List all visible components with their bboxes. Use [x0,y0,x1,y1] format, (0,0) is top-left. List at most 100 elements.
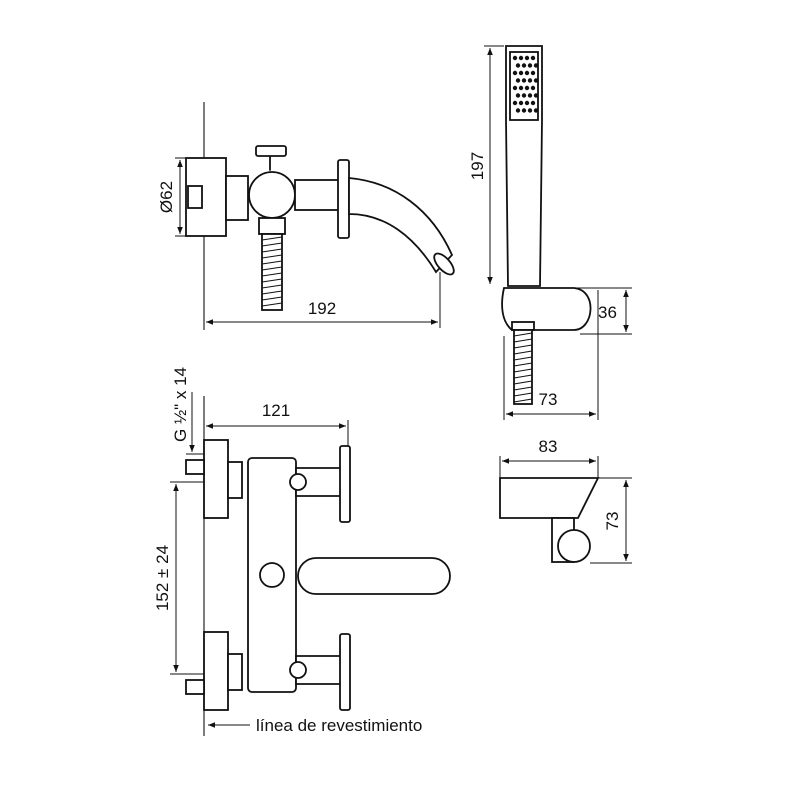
nozzle-dot [533,63,539,68]
nozzle-dot [527,63,533,68]
height-label: 197 [468,152,487,180]
front-view: G ½" x 14 121 152 ± 24 línea de revestim… [153,367,451,736]
cap-bottom [289,661,307,679]
hose-coil [513,374,533,379]
holder-height-label: 36 [598,303,617,322]
hand-shower-view: 197 36 73 [468,45,632,420]
hose-coil [513,380,533,385]
hose-coil [261,260,283,265]
hose-coil [513,350,533,355]
detail-height-label: 73 [603,512,622,531]
nozzle-dot [521,78,527,83]
nozzle-dot [515,93,521,98]
nozzle-dot [524,85,530,91]
wall-flange-top [203,439,229,519]
hose-outline [261,233,283,311]
hose-coil [513,344,533,349]
nozzle-dot [512,55,518,61]
handle-disc-bottom [339,633,351,711]
nozzle-dot [518,85,524,91]
holder-detail-view: 83 73 [499,437,632,564]
hose-coil [261,278,283,283]
holder-knob [557,529,591,563]
flange-nut [225,175,249,221]
nozzle-dot [527,78,533,83]
thread-label: G ½" x 14 [171,367,190,442]
front-spout [297,557,451,595]
holder-bracket [501,287,592,331]
handle-disc-top [339,445,351,523]
hose-coil [513,398,533,403]
nozzle-dot [521,108,527,113]
nozzle-dot [521,63,527,68]
nozzle-dot [515,108,521,113]
detail-width-label: 83 [539,437,558,456]
depth-label: 73 [539,390,558,409]
diverter-button [259,562,285,588]
union-top [185,459,205,475]
nozzle-dot [524,70,530,76]
diverter-knob [255,145,287,157]
nozzle-dot [533,108,539,113]
union-stub [187,185,203,209]
nozzle-dot [527,93,533,98]
spout-outlet [433,252,455,276]
hose-coil [261,302,283,307]
nozzle-dot [512,70,518,76]
hose-coil [513,368,533,373]
nozzle-dot [518,100,524,106]
hose-outline [513,329,533,405]
wall-flange-bottom [203,631,229,711]
hose-coil [261,248,283,253]
top-view: Ø62 192 [157,102,455,330]
hose-hand [513,329,533,405]
valve-body [248,171,296,219]
nozzle-dot [521,93,527,98]
nozzle-dot [518,70,524,76]
centers-label: 152 ± 24 [153,545,172,611]
nozzle-dot [530,100,536,106]
nozzle-dot [530,55,536,61]
hose-coil [513,386,533,391]
hose-coil [261,266,283,271]
hose-coil [513,362,533,367]
holder-collar [511,321,535,331]
nozzle-dot [515,63,521,68]
hose-coil [261,290,283,295]
nozzle-dot [512,85,518,91]
hose-coil [261,242,283,247]
connector-nut-bottom [227,653,243,691]
nozzle-dot [530,70,536,76]
nozzle-dot [527,108,533,113]
nozzle-dot [515,78,521,83]
handle-disc [337,159,350,239]
wall-line-label: línea de revestimiento [256,716,422,735]
hose-coil [261,254,283,259]
nozzle-dot [524,55,530,61]
union-bottom [185,679,205,695]
cap-top [289,473,307,491]
hose-coil [513,338,533,343]
holder-body [499,477,600,519]
nozzle-dot [530,85,536,91]
connector-nut-top [227,461,243,499]
hose [261,233,283,311]
hose-coil [513,332,533,337]
nozzle-dot [512,100,518,106]
hose-coil [261,272,283,277]
width-label: 192 [308,299,336,318]
hose-coil [261,284,283,289]
nozzle-dot [524,100,530,106]
nozzle-dot [533,78,539,83]
hose-coil [261,296,283,301]
nozzle-dot [533,93,539,98]
dia-label: Ø62 [157,181,176,213]
hose-coil [513,392,533,397]
handle-arm [294,179,342,211]
nozzle-dot [518,55,524,61]
hose-coil [513,356,533,361]
shower-nozzles [512,55,539,113]
outlet-label: 121 [262,401,290,420]
hose-coil [261,236,283,241]
